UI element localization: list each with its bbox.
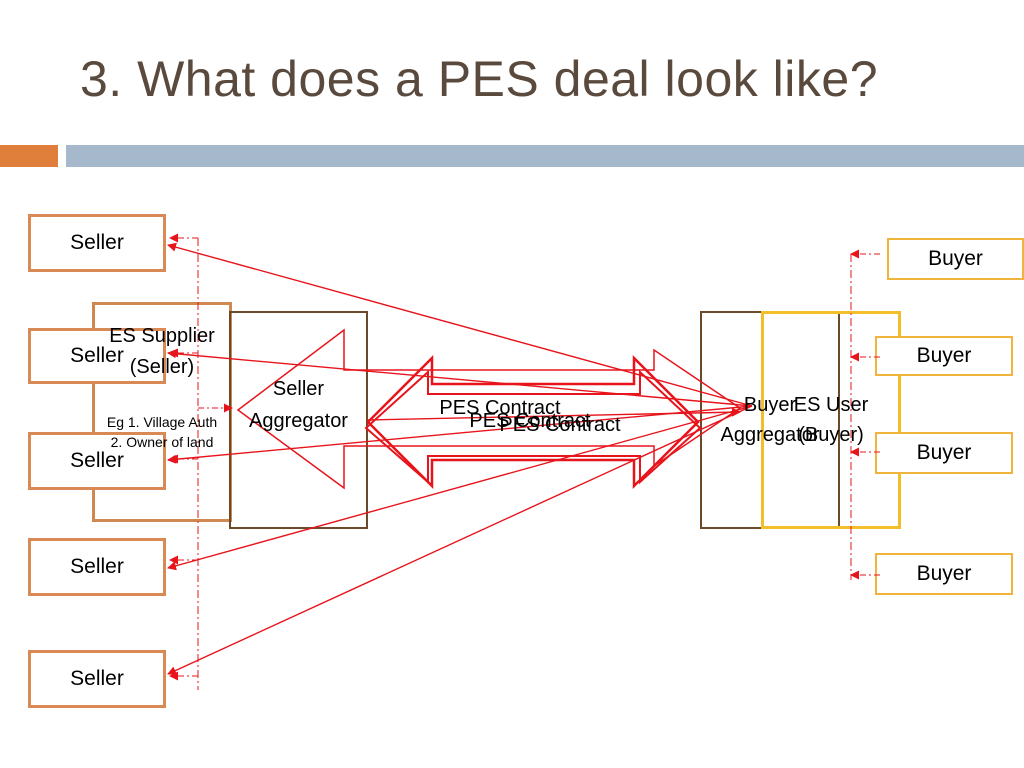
es-user-box[interactable]: [761, 311, 901, 529]
buyer-aggregator-label-line2: Aggregator: [720, 424, 820, 446]
header-divider-bar: [66, 145, 1024, 167]
buyer-box[interactable]: Buyer: [875, 336, 1013, 376]
es-user-label-line1: ES User: [793, 394, 869, 416]
buyer-box[interactable]: Buyer: [887, 238, 1024, 280]
es-user-label-line2: (Buyer): [798, 424, 864, 446]
seller-aggregator-label-line2: Aggregator: [249, 410, 348, 432]
seller-box[interactable]: Seller: [28, 538, 166, 596]
buyer-aggregator-label-line1: Buyer: [743, 394, 797, 416]
supplier-label-line1: ES Supplier: [109, 325, 215, 347]
seller-aggregator-box[interactable]: [229, 311, 368, 529]
seller-box[interactable]: Seller: [28, 432, 166, 490]
seller-box[interactable]: Seller: [28, 214, 166, 272]
supplier-label-line2: (Seller): [129, 356, 195, 378]
seller-box[interactable]: Seller: [28, 650, 166, 708]
seller-aggregator-label-line1: Seller: [272, 378, 325, 400]
supplier-note-1: Eg 1. Village Auth: [106, 414, 218, 430]
seller-box[interactable]: Seller: [28, 328, 166, 384]
buyer-box[interactable]: Buyer: [875, 553, 1013, 595]
contract-label: PES Contract: [439, 397, 561, 419]
contract-label: PES Contract: [499, 414, 621, 436]
supplier-note-2: 2. Owner of land: [110, 434, 214, 450]
buyer-box[interactable]: Buyer: [875, 432, 1013, 474]
header-accent-bar: [0, 145, 58, 167]
slide-title: 3. What does a PES deal look like?: [80, 51, 879, 107]
contract-label: PES Contract: [469, 410, 591, 432]
